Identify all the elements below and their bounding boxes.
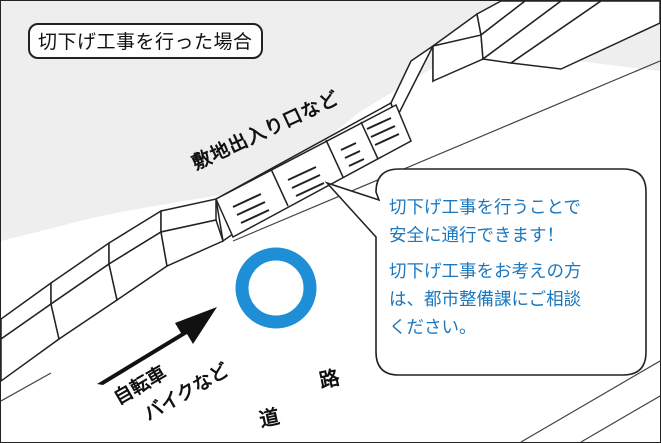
entrance-slab-grooves [232,117,400,224]
road-lines [1,60,660,442]
entrance-slab [215,103,412,239]
background-shade [1,1,660,241]
callout-bubble [324,168,647,376]
callout-contact: 切下げ工事をお考えの方 は、都市整備課にご相談 ください。 [389,258,639,342]
callout-contact-line2: は、都市整備課にご相談 [389,290,582,310]
callout-contact-line1: 切下げ工事をお考えの方 [389,262,582,282]
callout-contact-line3: ください。 [389,318,477,338]
callout-text: 切下げ工事を行うことで 安全に通行できます！ 切下げ工事をお考えの方 は、都市整… [389,194,639,342]
callout-message: 切下げ工事を行うことで 安全に通行できます！ [389,194,639,250]
callout-message-line1: 切下げ工事を行うことで [389,198,581,218]
ok-circle-icon [235,247,317,329]
direction-arrow-icon [97,307,217,385]
callout-message-line2: 安全に通行できます！ [389,226,564,246]
diagram-title: 切下げ工事を行った場合 [28,23,263,59]
